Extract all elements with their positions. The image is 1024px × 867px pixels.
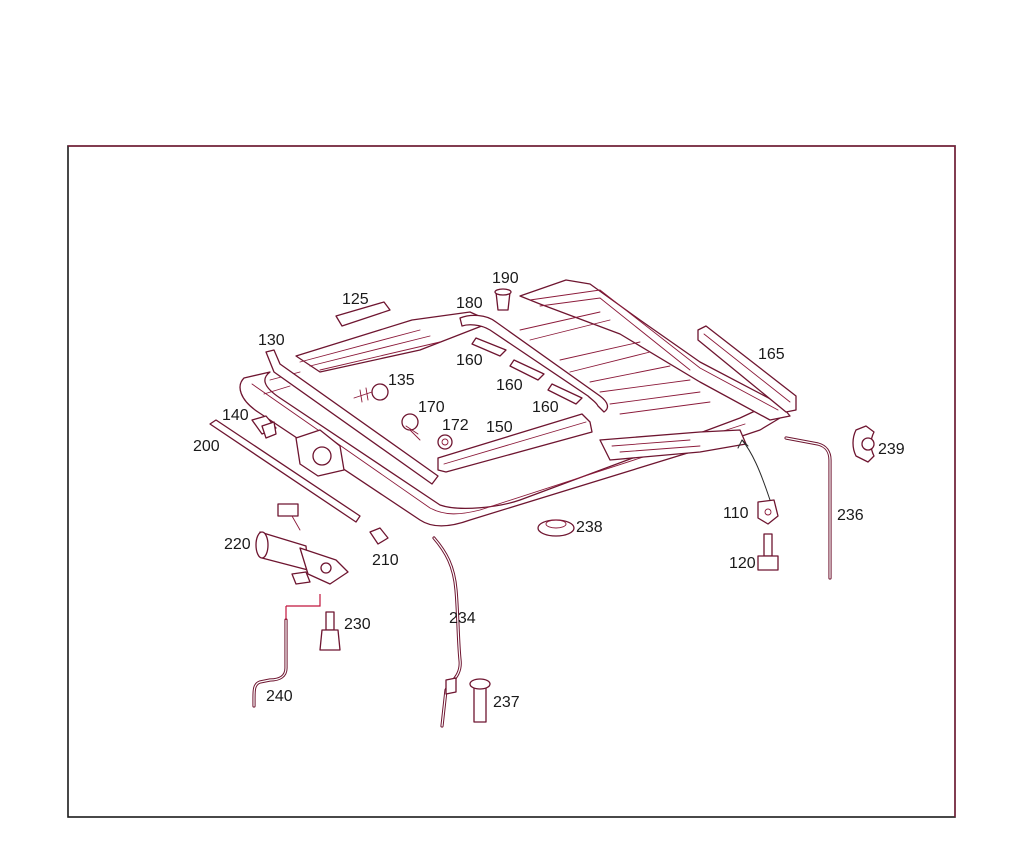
part-160-guides xyxy=(471,337,583,405)
part-172-washer xyxy=(437,434,453,450)
part-200-strip xyxy=(209,419,361,523)
part-125-seal-strip xyxy=(335,301,391,327)
label-110: 110 xyxy=(723,505,749,522)
label-160-c: 160 xyxy=(532,399,559,416)
label-236: 236 xyxy=(837,507,864,524)
label-190: 190 xyxy=(492,270,519,287)
part-230-bolt xyxy=(319,611,341,651)
part-240-hose xyxy=(252,618,288,708)
label-230: 230 xyxy=(344,616,371,633)
label-240: 240 xyxy=(266,688,293,705)
part-210-block xyxy=(369,527,389,545)
label-150: 150 xyxy=(486,419,513,436)
label-237: 237 xyxy=(493,694,520,711)
label-130: 130 xyxy=(258,332,285,349)
part-237-drain xyxy=(469,678,491,723)
label-160-a: 160 xyxy=(456,352,483,369)
callout-leaders xyxy=(285,439,771,620)
part-165-deflector xyxy=(697,325,797,413)
label-200: 200 xyxy=(193,438,220,455)
part-236-hose xyxy=(784,436,832,580)
diagram-frame xyxy=(67,145,956,818)
label-125: 125 xyxy=(342,291,369,308)
part-220-motor xyxy=(255,503,349,585)
label-172: 172 xyxy=(442,417,469,434)
label-160-b: 160 xyxy=(496,377,523,394)
part-238-grommet xyxy=(537,519,575,537)
label-170: 170 xyxy=(418,399,445,416)
label-220: 220 xyxy=(224,536,251,553)
part-150-cover xyxy=(437,413,593,473)
part-110-nut xyxy=(757,499,779,525)
label-120: 120 xyxy=(729,555,756,572)
callout-labels: 125 130 135 140 150 160 160 160 165 170 … xyxy=(193,270,905,711)
part-190-bushing xyxy=(494,288,512,311)
part-234-hose xyxy=(432,536,462,728)
label-135: 135 xyxy=(388,372,415,389)
label-140: 140 xyxy=(222,407,249,424)
part-239-clip xyxy=(852,425,875,463)
part-135-screw xyxy=(353,383,389,403)
part-120-bolt xyxy=(757,533,779,571)
label-234: 234 xyxy=(449,610,476,627)
sunroof-frame-assembly xyxy=(239,279,791,527)
label-165: 165 xyxy=(758,346,785,363)
part-180-seal xyxy=(459,314,609,413)
label-210: 210 xyxy=(372,552,399,569)
part-140-clip xyxy=(251,415,277,439)
label-180: 180 xyxy=(456,295,483,312)
label-239: 239 xyxy=(878,441,905,458)
part-130-rail xyxy=(265,349,439,485)
label-238: 238 xyxy=(576,519,603,536)
part-170-screw xyxy=(401,413,421,441)
